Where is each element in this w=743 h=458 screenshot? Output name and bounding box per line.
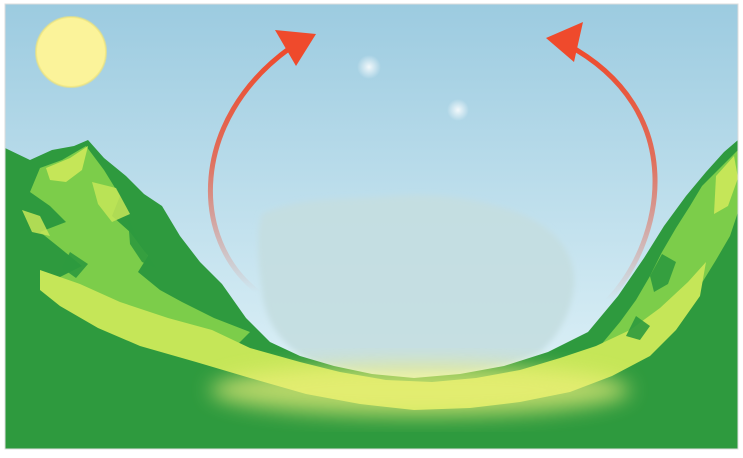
valley-fog — [258, 195, 574, 373]
sky-sparkle — [447, 99, 469, 121]
sky-sparkle — [357, 55, 381, 79]
valley-glow — [210, 364, 630, 416]
